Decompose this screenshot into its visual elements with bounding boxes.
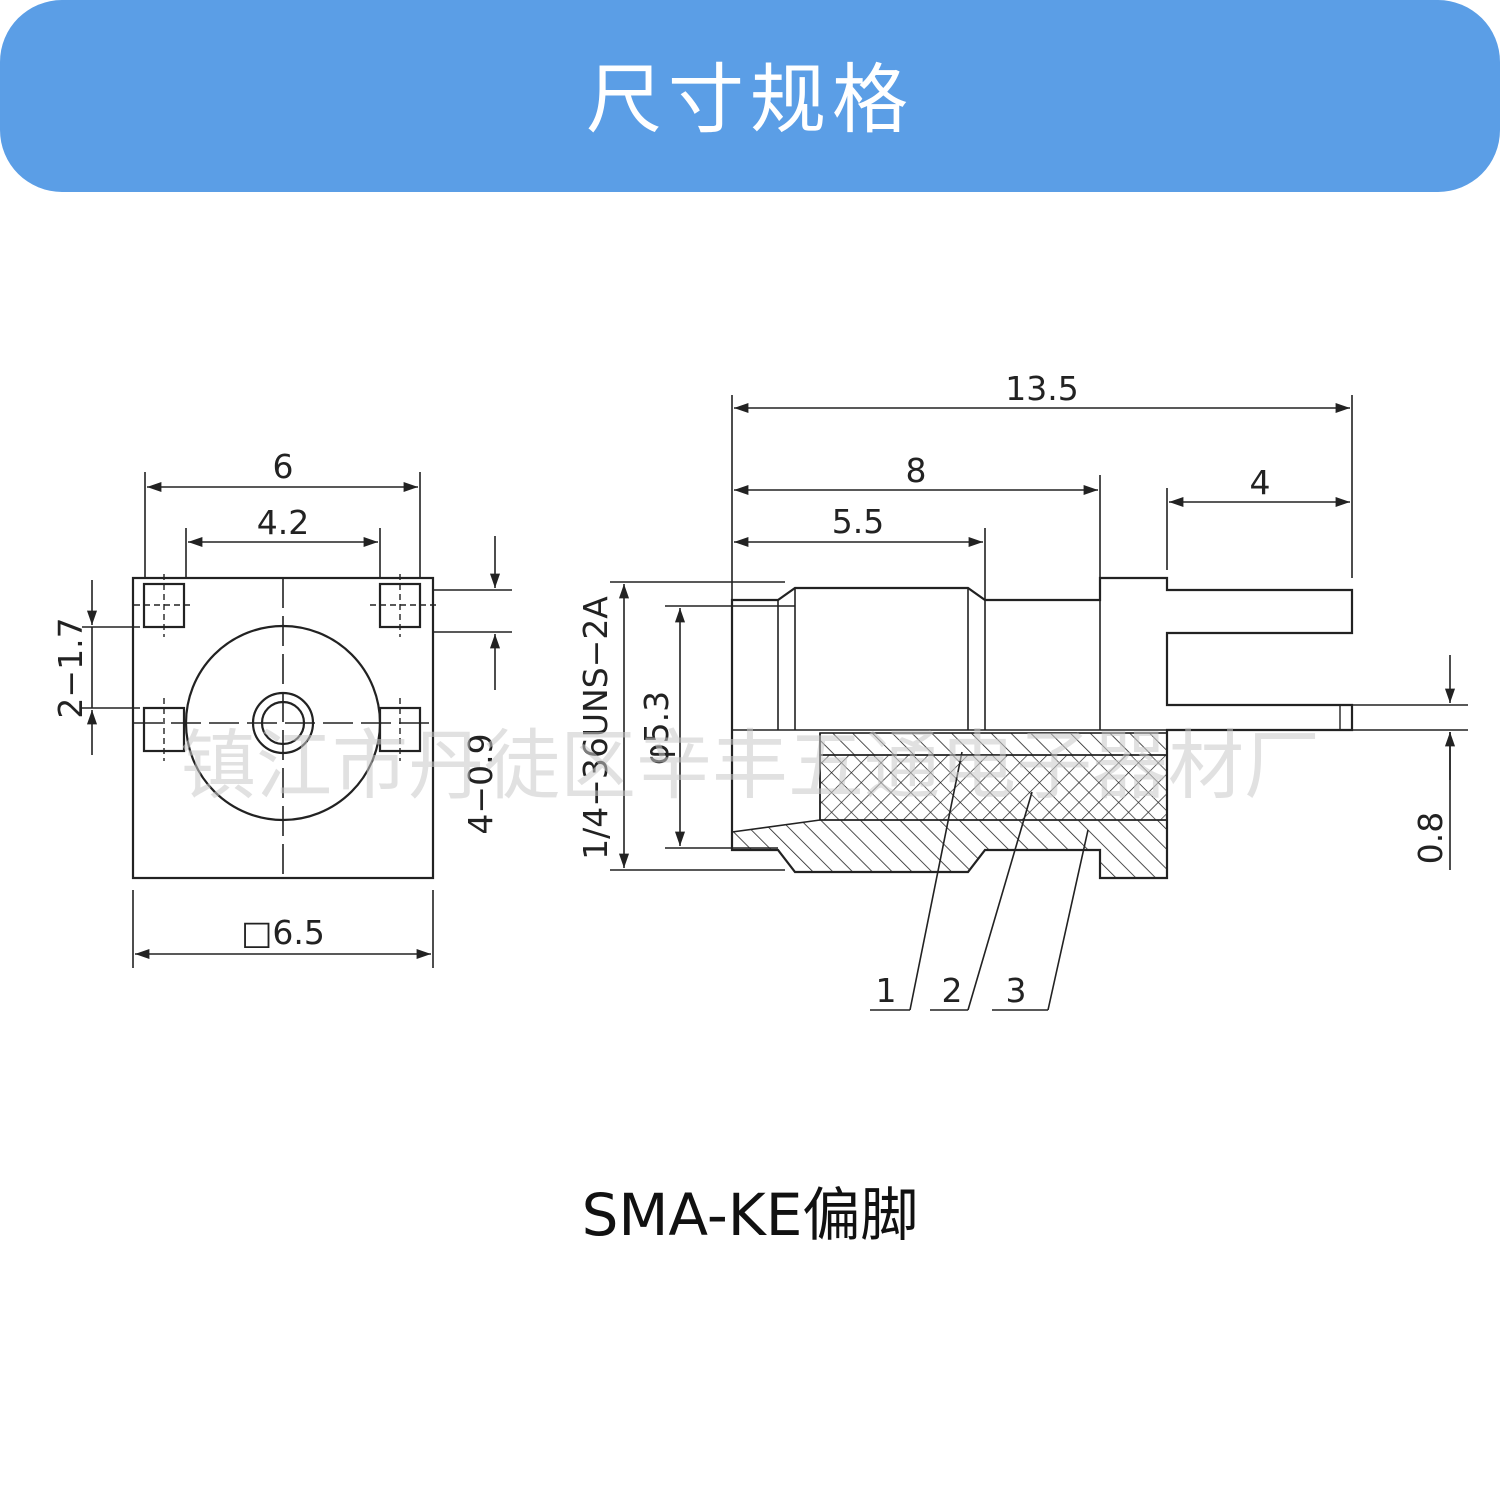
front-pin-circle [260,700,306,746]
product-caption: SMA-KE偏脚 [581,1181,919,1249]
callout-1: 1 [876,971,897,1010]
dim-label-length-8: 8 [906,451,927,490]
dim-label-pin-diameter: 0.8 [1411,812,1450,864]
callout-leaders [870,751,1089,1011]
dim-label-total-length: 13.5 [1005,369,1078,408]
front-pin-holes [134,574,440,761]
front-view [82,472,512,968]
dim-label-holes-right: 4−0.9 [461,733,500,834]
dim-label-length-5-5: 5.5 [832,502,884,541]
dim-label-holes-left: 2−1.7 [51,617,90,718]
header-banner: 尺寸规格 [0,0,1500,192]
dim-label-width-6: 6 [273,447,294,486]
callout-2: 2 [942,971,963,1010]
page-title: 尺寸规格 [586,55,914,144]
dim-label-square-6-5: □6.5 [241,913,325,952]
callout-3: 3 [1006,971,1027,1010]
dim-label-pin-length: 4 [1250,463,1271,502]
dim-label-thread: 1/4−36UNS−2A [576,596,615,860]
dim-label-width-4-2: 4.2 [257,503,309,542]
front-insulator-circle [251,691,315,755]
watermark-text: 镇江市丹徒区辛丰五通电子器材厂 [180,721,1320,810]
side-view [610,395,1468,1011]
dim-label-diameter: φ5.3 [637,691,676,765]
section-outer-body [731,819,1168,879]
